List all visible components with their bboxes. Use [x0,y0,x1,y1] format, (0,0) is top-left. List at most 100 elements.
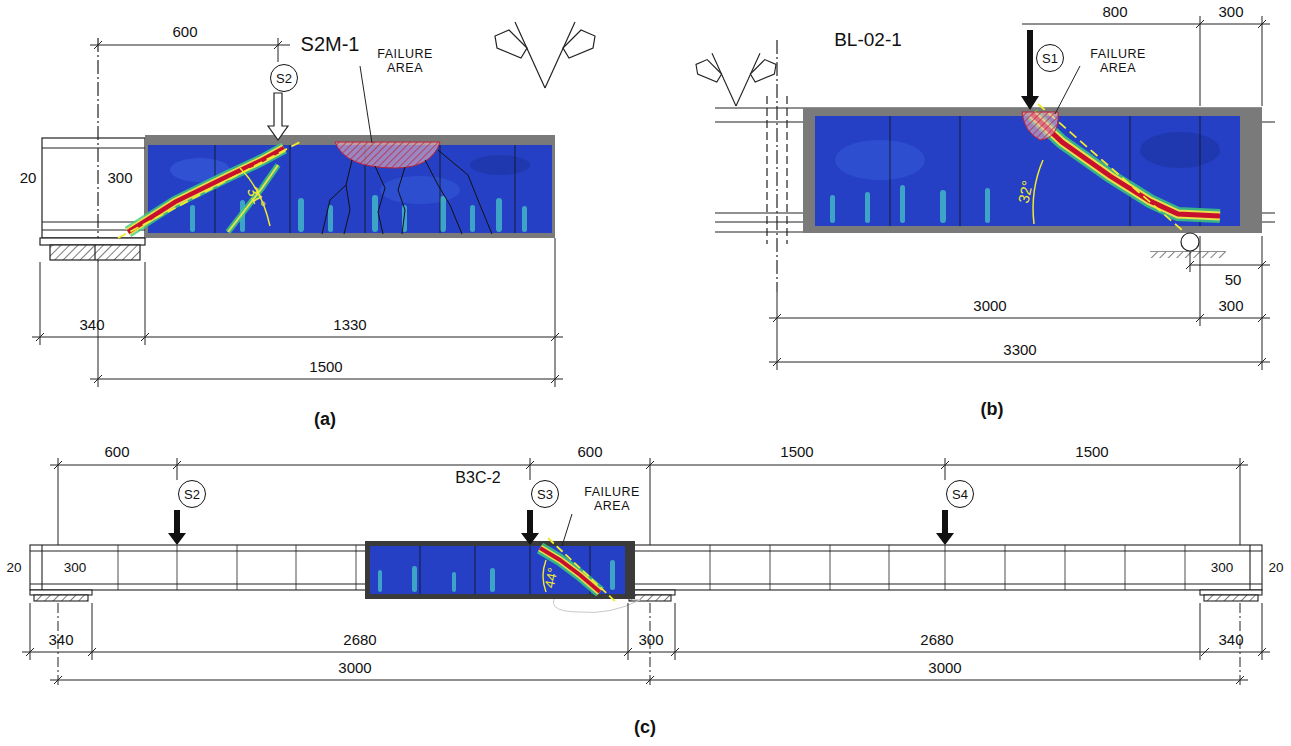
symmetry-symbol-part [696,60,722,82]
panel-b-dic-image-part [803,108,1262,233]
panel-a-beam [40,38,555,262]
panel-b-leader-line [1055,66,1080,114]
symmetry-symbol [696,53,776,106]
panel-b-dimension-lines [769,16,1270,370]
panel-a-dic-image-part-part [344,160,352,234]
panel-c-dimension-lines-part [675,603,676,660]
panel-b-dimension-lines-part [777,292,778,370]
panel-c-beam-part [1200,590,1262,595]
panel-c-dic-image-part-part [420,546,421,594]
panel-a-dic-image-part-part [522,206,527,232]
panel-c-beam-part-part [237,545,238,590]
panel-b-dic-image-part [1140,132,1220,168]
dimension-value: 300 [1218,298,1243,315]
dimension-value: 300 [63,561,88,576]
panel-a-dimension-lines-part [94,41,102,49]
panel-b-dimension-lines-part [1200,16,1201,106]
callout-number: S4 [952,488,968,501]
panel-c-dimension-lines-part [530,458,531,480]
panel-c-dic-image-part [540,548,600,592]
panel-c-beam-part [30,550,1262,551]
dimension-value: 1500 [309,359,342,376]
dimension-value: 3000 [928,660,961,677]
panel-a-leader-line [360,66,372,143]
panel-a-dic-image-part [240,168,270,226]
panel-a-dic-image-part-part [515,145,516,233]
panel-a-dic-image-part [128,148,284,232]
panel-a-dic-image-part-part [290,145,291,233]
panel-b-dimension-lines-part [769,362,1270,363]
panel-c-beam-part-part [296,545,297,590]
panel-a-load-arrow [268,93,288,140]
panel-c-beam-part-part [830,545,831,590]
roller-support-part [1181,233,1199,251]
callout-number: S2 [184,488,200,501]
panel-c-beam-part-part [1185,545,1186,590]
panel-c-beam-part-part [770,545,771,590]
dimension-value: 1500 [1075,444,1108,461]
panel-a-dimension-lines [32,38,563,387]
panel-b-dic-image-part-part [940,190,946,223]
panel-c-dic-image-part [540,548,600,592]
symmetry-symbol-part [563,30,595,58]
specimen-name: BL-02-1 [834,30,902,51]
panel-c-dimension-lines-part [30,603,31,660]
panel-c-dimension-lines-part [1201,648,1209,656]
panel-c-beam-part [34,595,88,601]
panel-a-beam-part [40,238,145,245]
panel-b-dimension-lines-part [1022,24,1270,25]
panel-a-dic-image-part [118,142,300,238]
panel-b-dic-image-part-part [890,116,891,226]
failure-area-note: FAILURE AREA [1083,48,1153,76]
dimension-value: 3300 [1003,342,1036,359]
panel-c-dic-image-part-part [475,546,476,594]
dimension-value: 1330 [333,317,366,334]
panel-b-dic-image-part [1038,104,1182,230]
panel-b-dimension-lines-part [1262,236,1263,370]
dimension-value: 20 [5,561,22,576]
panel-a-leader-line-part [360,66,372,143]
panel-a-dimension-lines-part [32,337,563,338]
panel-c-dimension-lines-part [1200,603,1201,660]
panel-c-dic-image-part-part [610,560,615,590]
panel-c-dic-image-part-part [378,570,382,592]
panel-c-beam-part-part [1065,545,1066,590]
panel-b-dic-image-part-part [865,192,870,223]
panel-b-dic-image-part [1032,114,1220,216]
panel-a-beam-part [42,138,145,238]
panel-b-dic-image-part [1022,112,1058,140]
panel-c-dic-image-part-part [452,572,456,592]
panel-a-dimension-lines-part [278,38,279,62]
dimension-value: 3000 [973,298,1006,315]
failure-area-note: FAILURE AREA [370,48,440,76]
panel-b-dic-image-part-part [1130,116,1131,226]
panel-b-load-arrow-part [1021,30,1039,110]
panel-b-beam-part [776,40,777,292]
panel-c-beam-part [629,595,671,601]
specimen-name: B3C-2 [455,469,500,487]
panel-label: (b) [981,400,1004,420]
callout-number: S1 [1042,52,1058,65]
panel-a-dic-image-part-part [398,167,405,234]
load-callout-circle: S2 [178,480,206,508]
panel-c-load-arrows [168,510,954,545]
panel-c-dic-image-part [370,546,625,594]
panel-b-dic-image-part [1033,160,1043,224]
panel-a-dic-image-part [128,148,284,232]
panel-a-dic-image-part-part [328,205,333,232]
dimension-value: 800 [1102,4,1127,21]
callout-number: S2 [276,72,292,85]
panel-a-dic-image [118,135,555,238]
panel-a-dic-image-part-part [372,195,378,232]
panel-c-load-arrows-part [168,510,186,545]
panel-c-leader-line [562,514,572,546]
panel-c-dimension-lines-part [177,458,178,480]
load-callout-circle: S3 [531,480,559,508]
dimension-value: 300 [638,632,663,649]
dimension-value: 3000 [338,660,371,677]
panel-c-load-arrows-part [936,510,954,545]
panel-a-beam-part [94,245,95,260]
panel-a-dic-image-part-part [322,185,346,234]
dimension-value: 600 [172,24,197,41]
panel-a-dic-image-part-part [425,160,462,234]
